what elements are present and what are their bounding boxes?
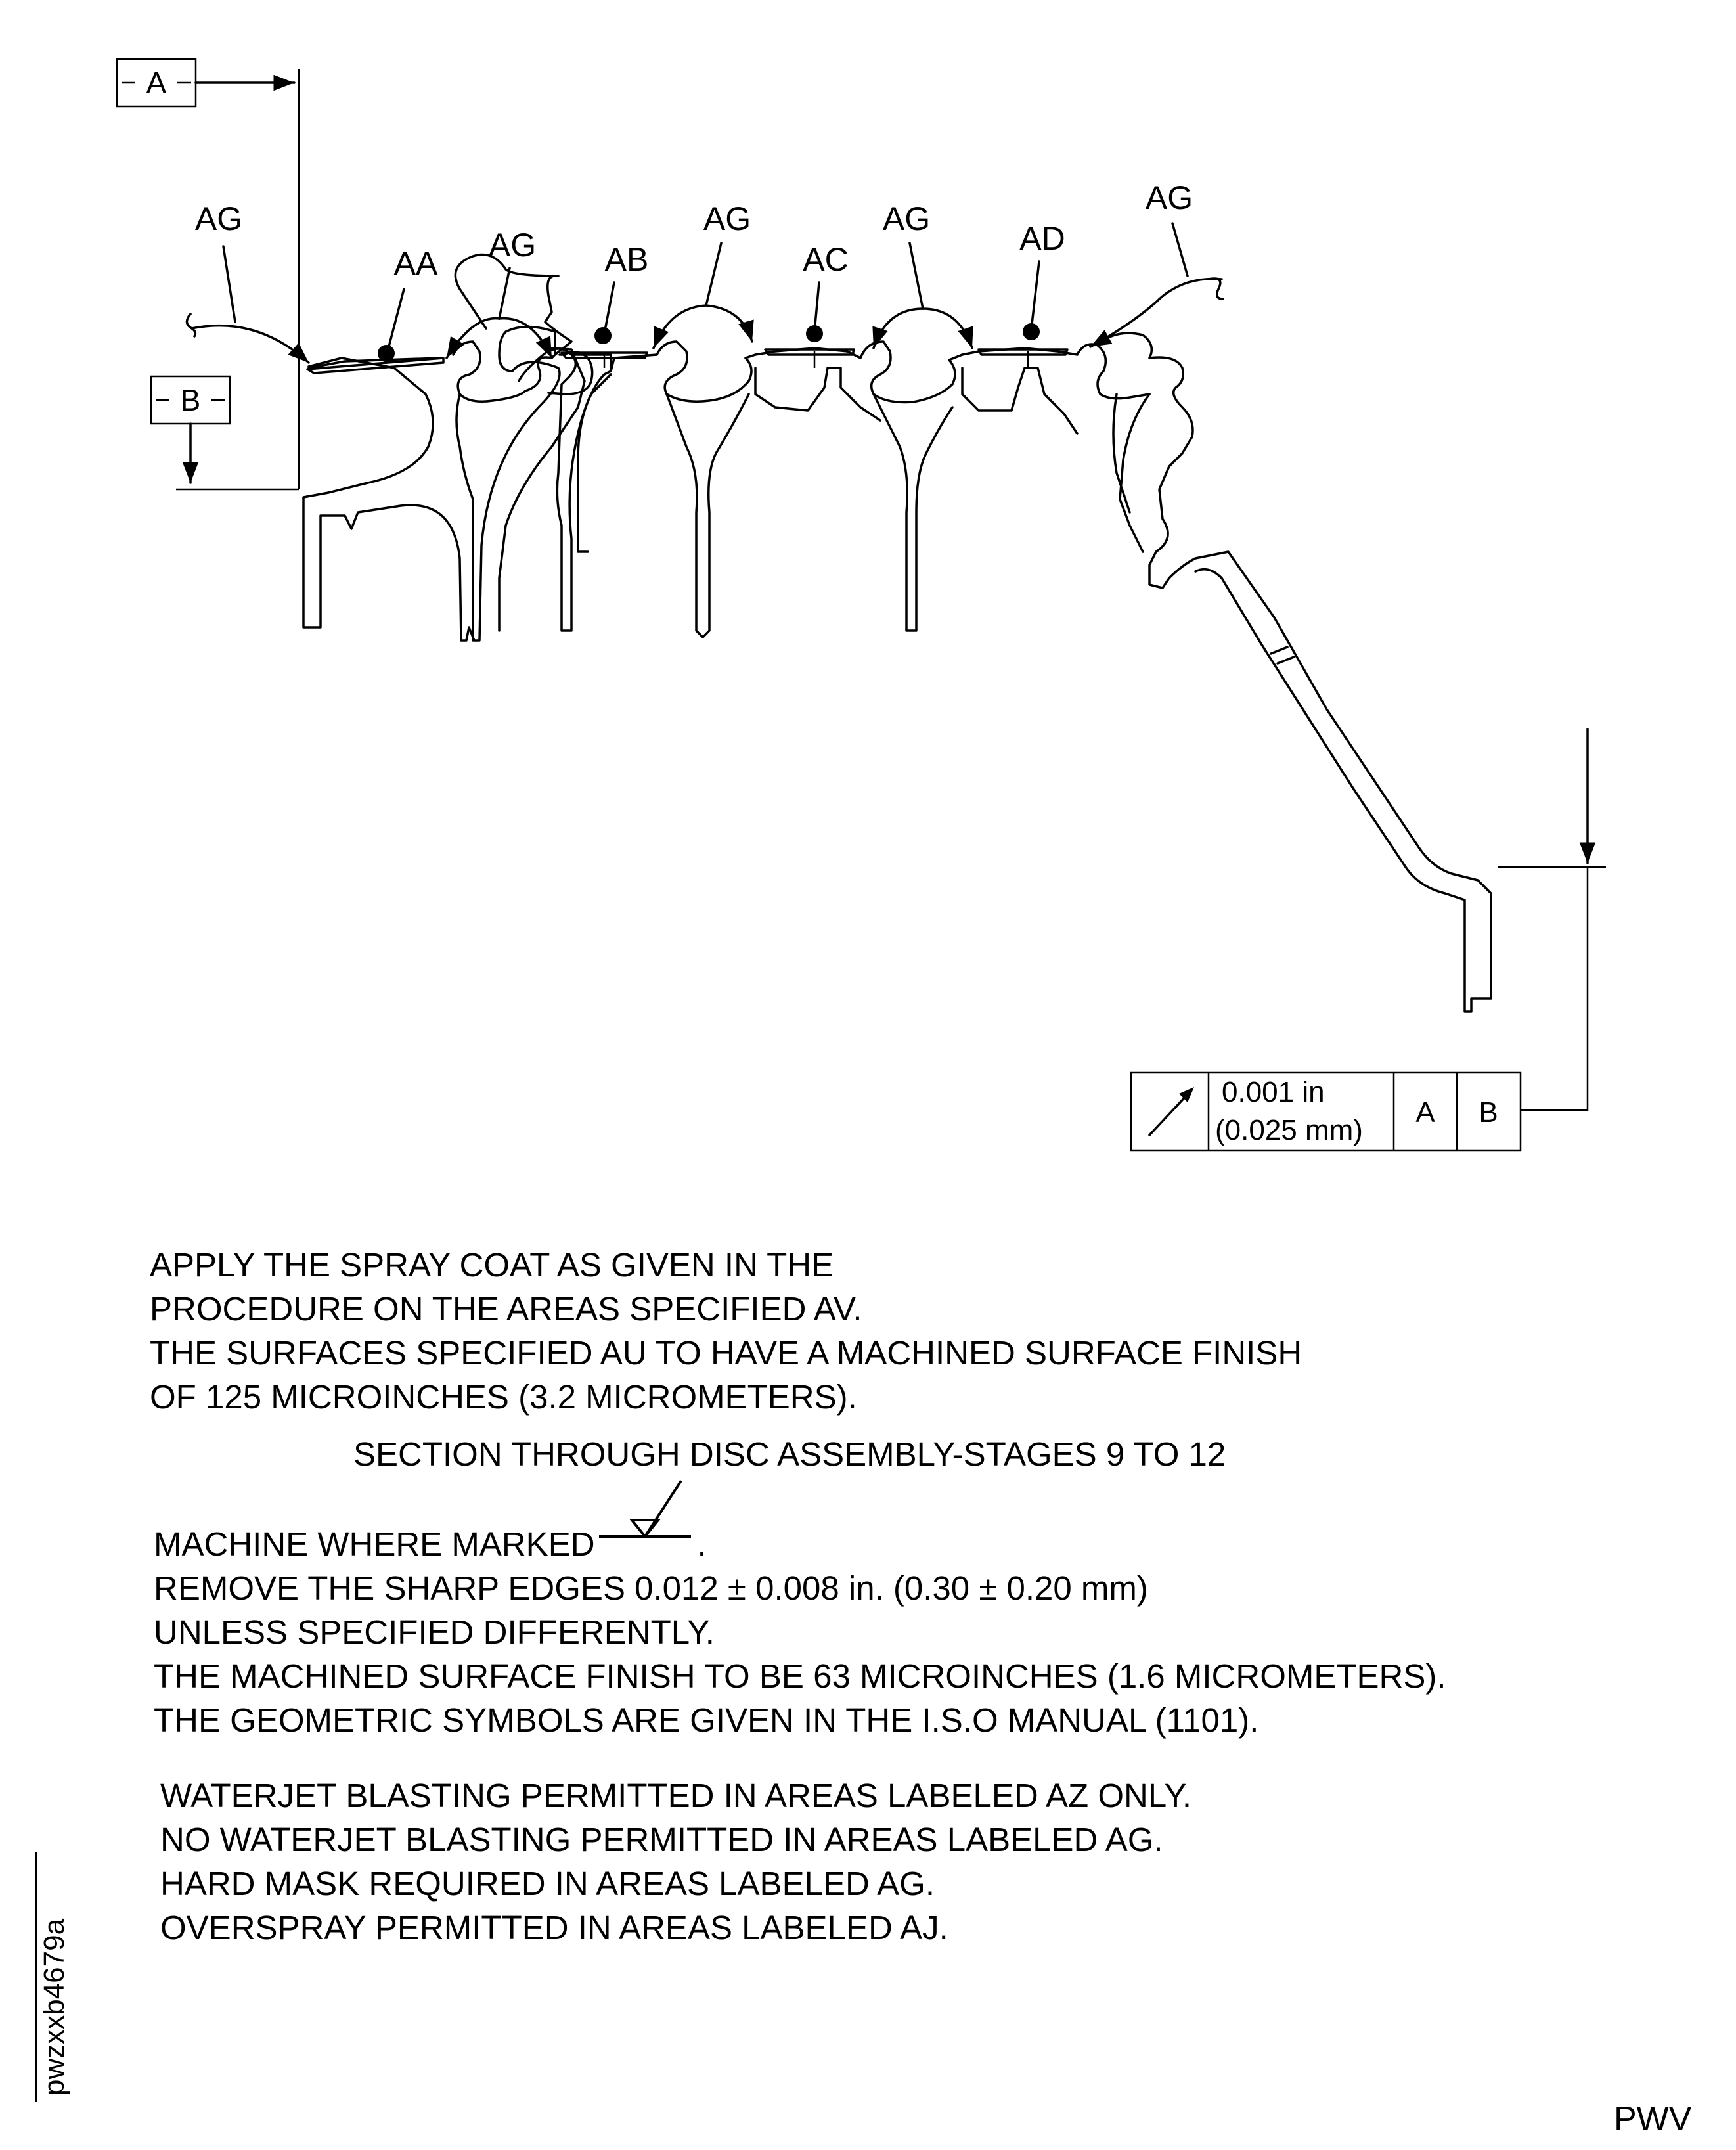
- stage-10-web: [577, 373, 750, 638]
- note-line: THE GEOMETRIC SYMBOLS ARE GIVEN IN THE I…: [154, 1701, 1259, 1739]
- stage-12-flange: [1112, 393, 1151, 553]
- label-ad: AD: [1019, 220, 1065, 257]
- fcf-value-mm: (0.025 mm): [1215, 1114, 1363, 1146]
- spray-coat-notes: APPLY THE SPRAY COAT AS GIVEN IN THE PRO…: [150, 1243, 1302, 1419]
- note-line: REMOVE THE SHARP EDGES 0.012 ± 0.008 in.…: [154, 1569, 1148, 1607]
- disc-rim-segment-1: [307, 347, 586, 632]
- datum-a-label: A: [146, 66, 167, 100]
- label-ac: AC: [803, 241, 848, 278]
- leader-ag-2: AG: [445, 227, 553, 359]
- label-ab: AB: [605, 241, 649, 278]
- note-line: APPLY THE SPRAY COAT AS GIVEN IN THE: [150, 1246, 834, 1284]
- stage-12-step: [1270, 646, 1289, 655]
- stage-12-contour: [961, 332, 1492, 1013]
- waterjet-notes: WATERJET BLASTING PERMITTED IN AREAS LAB…: [160, 1774, 1191, 1950]
- machine-where-marked-text: MACHINE WHERE MARKED: [154, 1525, 595, 1563]
- label-ag-5: AG: [1146, 179, 1193, 216]
- note-line: OF 125 MICROINCHES (3.2 MICROMETERS).: [150, 1378, 857, 1416]
- machine-where-marked-line: MACHINE WHERE MARKED .: [154, 1479, 1446, 1566]
- brand-code: PWV: [1614, 2100, 1692, 2138]
- label-ag-2: AG: [489, 227, 536, 263]
- leader-ag-1: AG: [185, 200, 309, 363]
- note-line: THE MACHINED SURFACE FINISH TO BE 63 MIC…: [154, 1657, 1446, 1695]
- coat-strip-ab: [560, 351, 648, 359]
- stage-12-step-2: [1276, 656, 1295, 665]
- note-line: UNLESS SPECIFIED DIFFERENTLY.: [154, 1613, 715, 1651]
- label-ag-1: AG: [195, 200, 242, 237]
- machining-notes: MACHINE WHERE MARKED . REMOVE THE SHARP …: [154, 1479, 1446, 1742]
- machining-symbol-icon: [598, 1479, 698, 1566]
- leader-ag-3: AG: [652, 200, 754, 349]
- leader-ag-5: AG: [1089, 179, 1224, 348]
- runout-leader-line: [1521, 867, 1589, 1111]
- leader-ad: AD: [1019, 220, 1065, 340]
- datum-b-label: B: [181, 383, 201, 417]
- stage-11-contour: [754, 340, 964, 632]
- note-line: THE SURFACES SPECIFIED AU TO HAVE A MACH…: [150, 1334, 1302, 1372]
- fcf-datum-a: A: [1415, 1096, 1435, 1129]
- figure-id: pwzxxb4679a: [38, 1918, 70, 2095]
- leader-aa: AA: [378, 245, 438, 362]
- runout-arrow-icon: [1148, 1087, 1194, 1136]
- figure-caption: SECTION THROUGH DISC ASSEMBLY-STAGES 9 T…: [353, 1435, 1226, 1473]
- label-ag-3: AG: [703, 200, 751, 237]
- disc-section-outline: [302, 253, 594, 642]
- leader-ab: AB: [594, 241, 648, 344]
- note-line: PROCEDURE ON THE AREAS SPECIFIED AV.: [150, 1290, 862, 1328]
- leader-ag-4: AG: [872, 200, 973, 349]
- figure-id-rule: [35, 1852, 37, 2102]
- label-aa: AA: [394, 245, 438, 282]
- leader-ac: AC: [803, 241, 849, 342]
- label-ag-4: AG: [883, 200, 930, 237]
- note-line: OVERSPRAY PERMITTED IN AREAS LABELED AJ.: [160, 1909, 948, 1946]
- note-line: WATERJET BLASTING PERMITTED IN AREAS LAB…: [160, 1777, 1192, 1814]
- fcf-value-in: 0.001 in: [1222, 1076, 1325, 1108]
- coat-strip-ac: [764, 348, 855, 356]
- datum-b-feature-box: B: [150, 375, 231, 484]
- datum-a-feature-box: A: [116, 58, 296, 108]
- note-line: HARD MASK REQUIRED IN AREAS LABELED AG.: [160, 1865, 935, 1902]
- note-line: NO WATERJET BLASTING PERMITTED IN AREAS …: [160, 1821, 1163, 1858]
- fcf-datum-b: B: [1479, 1096, 1498, 1129]
- stage-10-contour: [547, 340, 757, 632]
- stage-9-contour: [452, 340, 556, 642]
- coat-strip-ad: [977, 348, 1069, 356]
- runout-feature-control-frame: 0.001 in (0.025 mm) A B: [1130, 1071, 1522, 1152]
- machine-suffix: .: [697, 1525, 707, 1563]
